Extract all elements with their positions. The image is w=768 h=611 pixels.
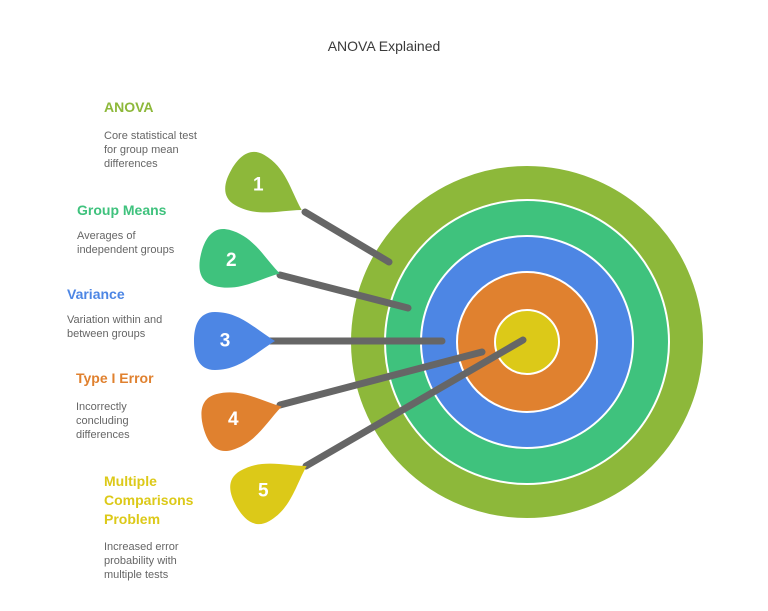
item-2-description: Averages of independent groups [77, 230, 175, 256]
marker-1-number: 1 [253, 175, 264, 196]
arrow-shaft-1 [301, 208, 393, 266]
label-anova: ANOVA Core statistical test for group me… [104, 99, 200, 170]
page-title: ANOVA Explained [328, 38, 441, 54]
item-5-title: Multiple Comparisons Problem [104, 473, 197, 527]
marker-3-number: 3 [220, 331, 231, 352]
item-2-desc-line-1: Averages of [77, 230, 136, 242]
arrow-shaft-4 [276, 348, 486, 409]
marker-2-number: 2 [226, 250, 237, 271]
item-1-description: Core statistical test for group mean dif… [104, 130, 200, 170]
label-multiple-comparisons: Multiple Comparisons Problem Increased e… [104, 473, 197, 581]
item-5-desc-line-3: multiple tests [104, 569, 169, 581]
marker-1-shape [225, 151, 302, 213]
item-3-desc-line-1: Variation within and [67, 314, 162, 326]
item-3-title: Variance [67, 286, 125, 302]
item-4-description: Incorrectly concluding differences [76, 401, 132, 441]
item-2-title: Group Means [77, 202, 167, 218]
item-5-title-line-2: Comparisons [104, 492, 194, 508]
item-3-description: Variation within and between groups [67, 314, 165, 340]
label-group-means: Group Means Averages of independent grou… [77, 202, 175, 256]
marker-5-shape [230, 463, 307, 525]
marker-5-number: 5 [258, 481, 269, 502]
item-1-desc-line-1: Core statistical test [104, 130, 197, 142]
item-5-description: Increased error probability with multipl… [104, 541, 182, 581]
marker-2: 2 [199, 228, 280, 288]
labels: ANOVA Core statistical test for group me… [67, 99, 200, 581]
item-4-title: Type I Error [76, 370, 154, 386]
marker-3: 3 [194, 312, 275, 370]
item-5-title-line-3: Problem [104, 511, 160, 527]
item-5-desc-line-1: Increased error [104, 541, 179, 553]
marker-4-shape [201, 392, 282, 452]
item-1-desc-line-2: for group mean [104, 144, 179, 156]
marker-4: 4 [201, 392, 282, 452]
item-4-desc-line-1: Incorrectly [76, 401, 127, 413]
item-5-title-line-1: Multiple [104, 473, 157, 489]
marker-3-shape [194, 312, 275, 370]
marker-1: 1 [225, 151, 302, 213]
arrows [264, 208, 527, 470]
item-3-desc-line-2: between groups [67, 328, 146, 340]
arrow-shaft-2 [276, 271, 412, 312]
arrow-shaft-5 [302, 336, 527, 470]
item-5-desc-line-2: probability with [104, 555, 177, 567]
item-1-title: ANOVA [104, 99, 154, 115]
item-4-desc-line-2: concluding [76, 415, 129, 427]
target-ring-5 [494, 309, 560, 375]
label-type-i-error: Type I Error Incorrectly concluding diff… [76, 370, 154, 441]
target [349, 164, 705, 520]
item-2-desc-line-2: independent groups [77, 244, 175, 256]
marker-4-number: 4 [228, 409, 239, 430]
marker-5: 5 [230, 463, 307, 525]
item-4-desc-line-3: differences [76, 429, 130, 441]
item-1-desc-line-3: differences [104, 158, 158, 170]
markers: 1 2 3 4 5 [194, 151, 307, 525]
marker-2-shape [199, 228, 280, 288]
label-variance: Variance Variation within and between gr… [67, 286, 165, 340]
